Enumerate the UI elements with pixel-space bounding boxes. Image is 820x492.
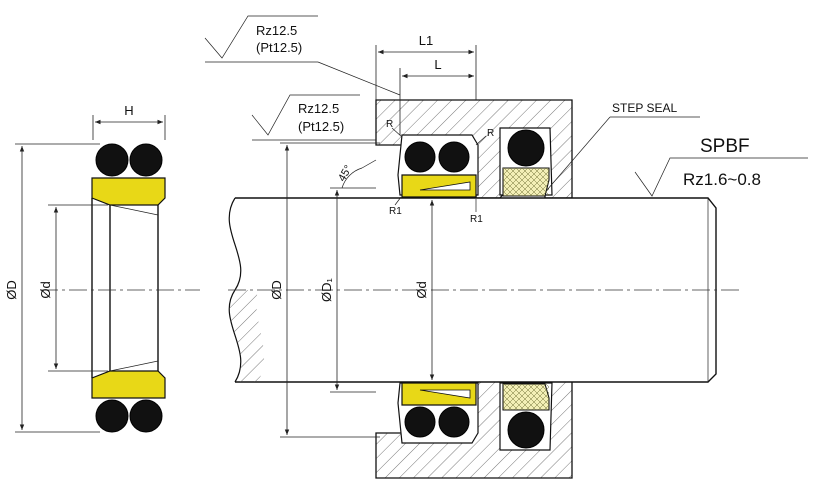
step-seal-o-ring-bottom (507, 411, 545, 449)
surface-finish-symbol-top: Rz12.5 (Pt12.5) (204, 15, 401, 96)
dim-label-d-left: Ød (38, 281, 53, 298)
product-code: SPBF (700, 136, 750, 157)
o-ring-top-left (95, 143, 129, 177)
radius-label-R1-right: R1 (470, 214, 483, 225)
angle-label: 45° (336, 163, 355, 183)
surface-finish-symbol-shaft: SPBF Rz1.6~0.8 (634, 136, 808, 197)
radius-label-R-left: R (386, 119, 393, 130)
o-ring-bottom-right (129, 399, 163, 433)
dim-label-d-main: Ød (414, 281, 429, 298)
step-seal-callout: STEP SEAL (546, 101, 700, 191)
shaft-section-hatch (229, 290, 265, 382)
dim-label-H: H (124, 103, 133, 118)
main-o-ring-top-left (404, 141, 436, 173)
assembly-view: L1 L ØD ØD₁ Ød 45° R1 R1 R R Rz12 (204, 15, 808, 479)
svg-text:Rz12.5: Rz12.5 (256, 23, 297, 38)
dim-label-L1: L1 (419, 33, 433, 48)
main-seal-ring-top (401, 174, 477, 198)
seal-section-view: H ØD Ød (4, 103, 200, 433)
main-seal-ring-bottom (401, 382, 477, 406)
svg-text:Rz12.5: Rz12.5 (298, 101, 339, 116)
radius-label-R1-left: R1 (389, 206, 402, 217)
main-o-ring-top-right (438, 141, 470, 173)
seal-ring-bottom (91, 370, 166, 399)
main-o-ring-bottom-right (438, 406, 470, 438)
svg-text:STEP SEAL: STEP SEAL (612, 101, 677, 115)
surface-finish-symbol-mid: Rz12.5 (Pt12.5) (251, 94, 376, 141)
main-o-ring-bottom-left (404, 406, 436, 438)
radius-label-R-right: R (487, 128, 494, 139)
dim-label-D1-main: ØD₁ (319, 277, 334, 302)
dim-label-L: L (434, 57, 441, 72)
shaft-roughness: Rz1.6~0.8 (683, 170, 761, 189)
svg-text:(Pt12.5): (Pt12.5) (298, 119, 344, 134)
seal-ring-top (91, 177, 166, 206)
svg-text:(Pt12.5): (Pt12.5) (256, 40, 302, 55)
dim-label-D-left: ØD (4, 280, 19, 300)
step-seal-o-ring-top (507, 129, 545, 167)
dim-label-D-main: ØD (269, 280, 284, 300)
o-ring-bottom-left (95, 399, 129, 433)
o-ring-top-right (129, 143, 163, 177)
